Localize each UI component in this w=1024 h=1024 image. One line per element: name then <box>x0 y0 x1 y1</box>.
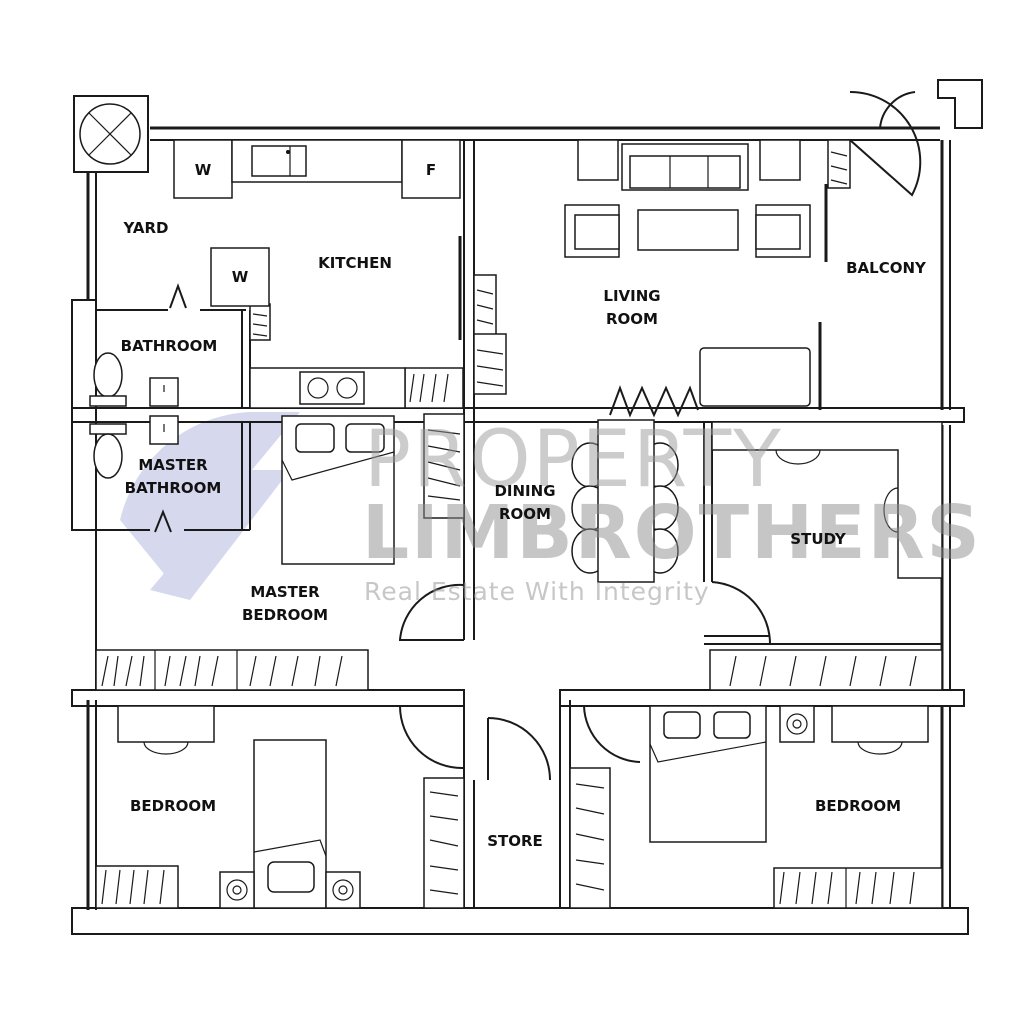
sofa-icon <box>621 143 749 191</box>
toilet-icon <box>89 352 127 407</box>
watermark-tagline: Real Estate With Integrity <box>364 577 710 606</box>
coffee-table <box>637 209 739 251</box>
wardrobe-study <box>709 649 943 691</box>
label-living-room-2: ROOM <box>606 310 658 328</box>
nightstand-right-icon <box>325 871 361 909</box>
armchair-left-icon <box>564 204 620 258</box>
yard-fan-icon <box>79 103 141 165</box>
label-dining-room-1: DINING <box>494 482 555 500</box>
watermark-logo <box>120 412 300 600</box>
label-study: STUDY <box>790 530 847 548</box>
master-basin-icon <box>149 415 179 445</box>
label-bedroom-left: BEDROOM <box>130 797 216 815</box>
wardrobe-master-bedroom-side <box>423 413 465 519</box>
washer-yard-box <box>210 247 270 307</box>
label-balcony: BALCONY <box>846 259 927 277</box>
dining-table-icon <box>571 419 679 583</box>
label-yard: YARD <box>122 219 168 237</box>
wardrobe-bedroom-left <box>95 777 465 909</box>
side-table-left <box>577 139 619 181</box>
bedroom-right-desk <box>831 705 929 755</box>
nightstand-bedroom-right-icon <box>779 705 815 743</box>
stove-icon <box>299 371 365 405</box>
kitchen-sink <box>251 145 307 177</box>
label-store: STORE <box>487 832 543 850</box>
watermark-line1: PROPERTY <box>364 415 783 505</box>
label-master-bedroom-2: BEDROOM <box>242 606 328 624</box>
fridge-label: F <box>426 161 436 179</box>
tv-console <box>699 347 811 407</box>
label-bedroom-right: BEDROOM <box>815 797 901 815</box>
doors <box>154 90 922 781</box>
wardrobe-master-bedroom <box>95 649 369 691</box>
master-toilet-icon <box>89 423 127 479</box>
label-kitchen: KITCHEN <box>318 254 392 272</box>
study-desk-icon <box>711 421 943 579</box>
wardrobe-bedroom-right <box>569 767 943 909</box>
basin-icon <box>149 377 179 407</box>
master-bed-icon <box>281 415 395 565</box>
wardrobe-kitchen <box>404 367 464 409</box>
bedroom-left-desk <box>117 705 215 755</box>
watermark-line2: LIMBROTHERS <box>362 490 982 576</box>
armchair-right-icon <box>755 204 811 258</box>
washer-yard-label: W <box>232 268 249 286</box>
label-master-bathroom-1: MASTER <box>138 456 208 474</box>
wardrobe-balcony-shelf <box>827 139 851 189</box>
double-bed-icon <box>649 705 767 843</box>
label-living-room-1: LIVING <box>603 287 660 305</box>
label-bathroom: BATHROOM <box>121 337 218 355</box>
label-master-bathroom-2: BATHROOM <box>125 479 222 497</box>
label-master-bedroom-1: MASTER <box>250 583 320 601</box>
nightstand-left-icon <box>219 871 255 909</box>
washer-kitchen-label: W <box>195 161 212 179</box>
fridge-box <box>401 139 461 199</box>
label-dining-room-2: ROOM <box>499 505 551 523</box>
wardrobe-bathroom-shelf <box>249 303 271 341</box>
side-table-right <box>759 139 801 181</box>
wardrobe-living <box>473 274 507 395</box>
wardrobes <box>95 139 943 909</box>
single-bed-icon <box>253 739 327 909</box>
